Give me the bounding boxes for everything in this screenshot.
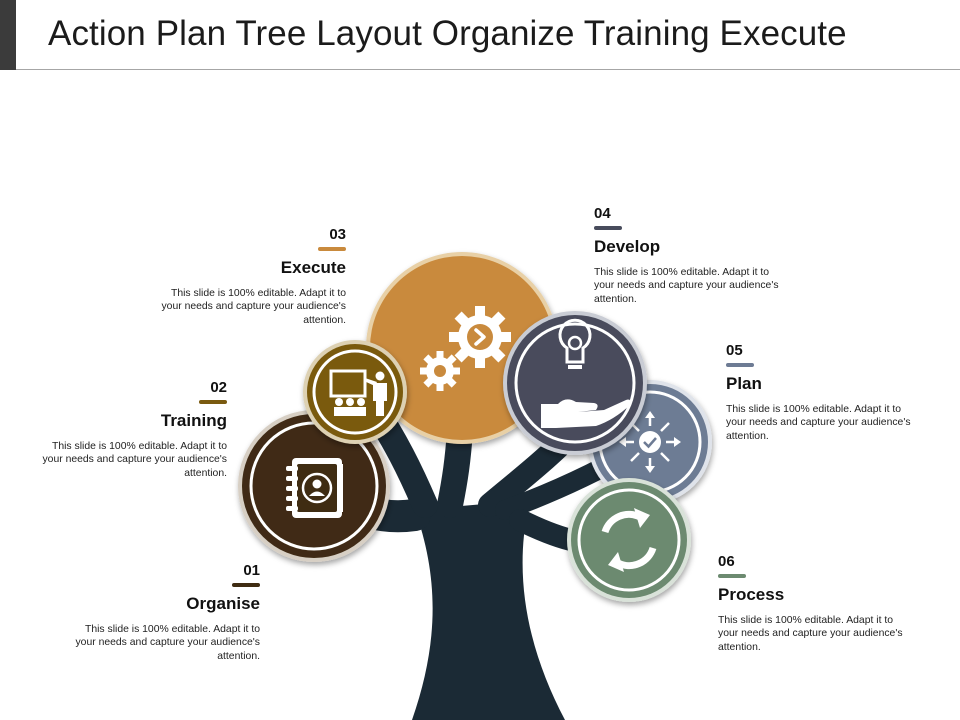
training-description: This slide is 100% editable. Adapt it to…: [42, 441, 227, 479]
page-title: Action Plan Tree Layout Organize Trainin…: [48, 14, 847, 53]
gears-icon: [420, 306, 511, 391]
execute-description: This slide is 100% editable. Adapt it to…: [161, 288, 346, 326]
address-book-icon: [286, 458, 343, 518]
training-circle: [303, 340, 407, 444]
develop-accent-bar: [594, 226, 622, 230]
plan-description: This slide is 100% editable. Adapt it to…: [726, 404, 911, 442]
organise-number: 01: [243, 562, 260, 579]
process-accent-bar: [718, 574, 746, 578]
title-divider: [16, 69, 960, 70]
process-heading: Process: [718, 585, 785, 604]
organise-accent-bar: [232, 583, 260, 587]
lightbulb-hand-icon: [541, 318, 631, 428]
training-heading: Training: [160, 411, 227, 430]
process-description: This slide is 100% editable. Adapt it to…: [718, 615, 903, 653]
item-plan: 05 Plan This slide is 100% editable. Ada…: [726, 342, 916, 443]
item-training: 02 Training This slide is 100% editable.…: [37, 379, 227, 480]
develop-number: 04: [594, 205, 611, 222]
presentation-board-icon: [329, 369, 387, 416]
arrows-check-icon: [619, 411, 681, 473]
title-accent-bar: [0, 0, 16, 70]
training-number: 02: [210, 379, 227, 396]
develop-heading: Develop: [594, 237, 661, 256]
item-execute: 03 Execute This slide is 100% editable. …: [156, 226, 346, 327]
process-circle: [567, 478, 691, 602]
plan-accent-bar: [726, 363, 754, 367]
item-develop: 04 Develop This slide is 100% editable. …: [594, 205, 784, 306]
process-number: 06: [718, 553, 735, 570]
training-accent-bar: [199, 400, 227, 404]
execute-accent-bar: [318, 247, 346, 251]
develop-description: This slide is 100% editable. Adapt it to…: [594, 267, 779, 305]
plan-heading: Plan: [726, 374, 762, 393]
execute-heading: Execute: [280, 258, 346, 277]
refresh-cycle-icon: [601, 508, 657, 572]
item-organise: 01 Organise This slide is 100% editable.…: [70, 562, 260, 663]
organise-heading: Organise: [186, 594, 260, 613]
plan-number: 05: [726, 342, 743, 359]
execute-number: 03: [329, 226, 346, 243]
organise-description: This slide is 100% editable. Adapt it to…: [75, 624, 260, 662]
develop-circle: [503, 311, 647, 455]
item-process: 06 Process This slide is 100% editable. …: [718, 553, 908, 654]
